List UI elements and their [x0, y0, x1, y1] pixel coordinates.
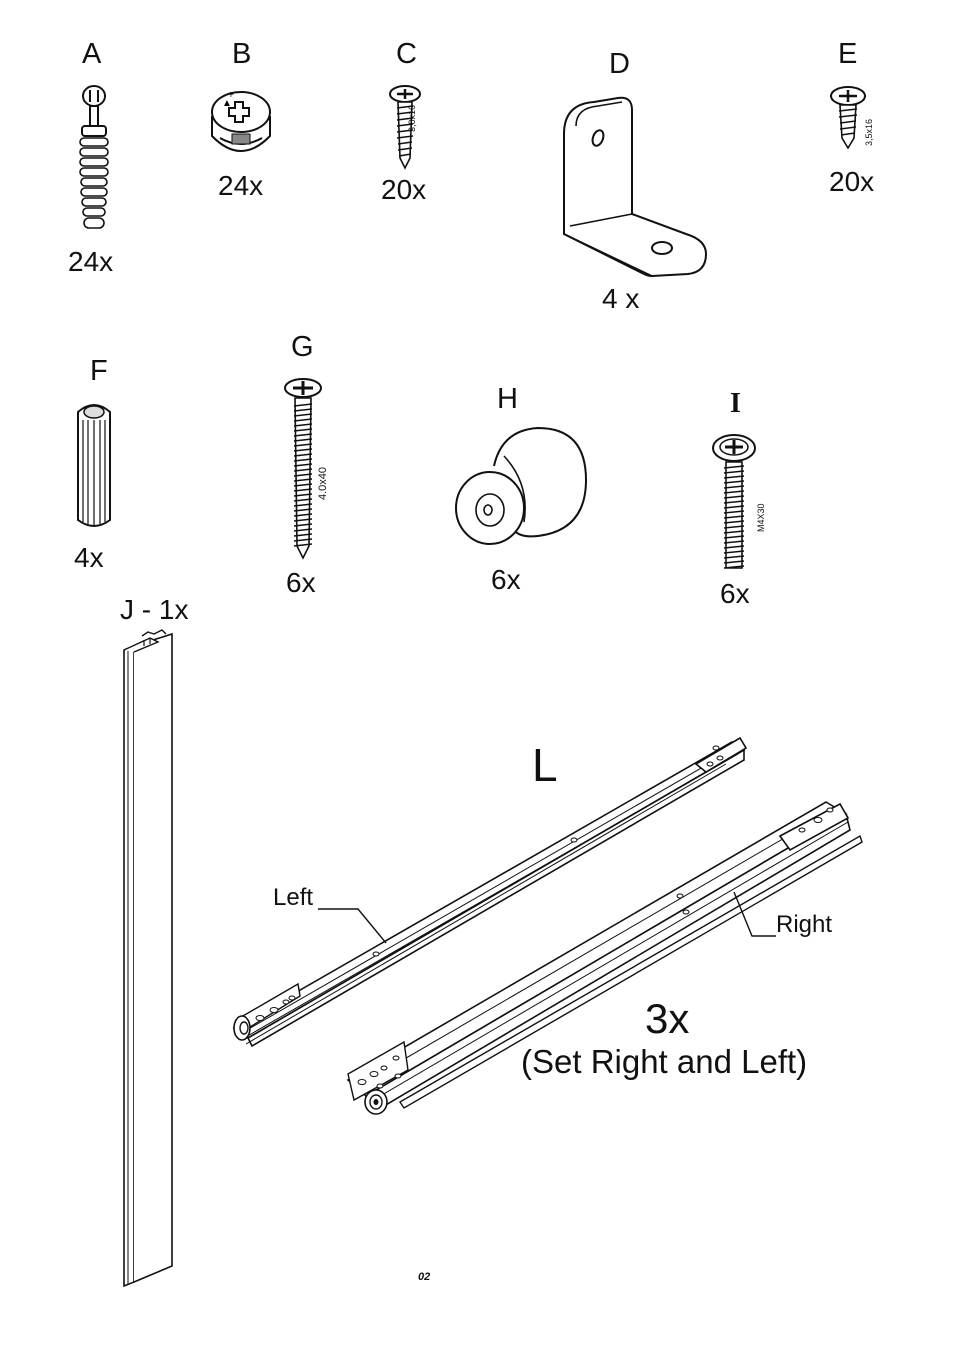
screw-i-spec: M4X30	[756, 503, 766, 532]
left-slide-label: Left	[273, 884, 314, 911]
cam-lock-b-illustration: ▲ +	[210, 88, 272, 160]
part-i-quantity: 6x	[720, 578, 750, 609]
knob-h-illustration	[454, 426, 590, 545]
part-h-letter: H	[497, 383, 518, 415]
part-f-letter: F	[90, 355, 108, 387]
part-a-letter: A	[82, 38, 102, 70]
part-e-quantity: 20x	[829, 166, 875, 197]
part-i-letter: I	[730, 388, 741, 419]
part-b-letter: B	[232, 38, 252, 70]
screw-c-spec: 3,0x16	[407, 104, 417, 132]
screw-e-spec: 3,5x16	[864, 118, 874, 146]
part-d-letter: D	[609, 48, 630, 80]
part-c-quantity: 20x	[381, 174, 427, 205]
part-f-quantity: 4x	[74, 542, 104, 573]
screw-c-illustration: 3,0x16	[385, 84, 435, 174]
part-g-letter: G	[291, 331, 314, 363]
slides-quantity: 3x	[645, 995, 690, 1042]
part-c-letter: C	[396, 38, 417, 70]
svg-text:+: +	[228, 90, 234, 101]
part-h-quantity: 6x	[491, 564, 521, 595]
svg-text:▲: ▲	[222, 98, 232, 109]
part-l-letter: L	[532, 739, 558, 791]
page-number: 02	[418, 1271, 431, 1283]
drawer-slide-left-illustration	[226, 734, 756, 1050]
angle-bracket-d-illustration	[556, 94, 716, 284]
wood-dowel-f-illustration	[76, 402, 112, 530]
slides-set-note: (Set Right and Left)	[521, 1043, 808, 1080]
screw-g-spec: 4.0x40	[317, 466, 329, 500]
screw-i-illustration: M4X30	[712, 434, 772, 574]
right-slide-label: Right	[776, 911, 833, 938]
part-e-letter: E	[838, 38, 858, 70]
part-a-quantity: 24x	[68, 246, 114, 277]
profile-j-illustration	[122, 626, 178, 1294]
part-d-quantity: 4 x	[602, 283, 640, 314]
screw-g-illustration: 4.0x40	[283, 378, 343, 560]
cam-bolt-a-illustration	[72, 84, 116, 234]
profile-j-label: J - 1x	[120, 594, 189, 625]
screw-e-illustration: 3,5x16	[830, 86, 876, 152]
part-b-quantity: 24x	[218, 170, 264, 201]
part-g-quantity: 6x	[286, 567, 316, 598]
